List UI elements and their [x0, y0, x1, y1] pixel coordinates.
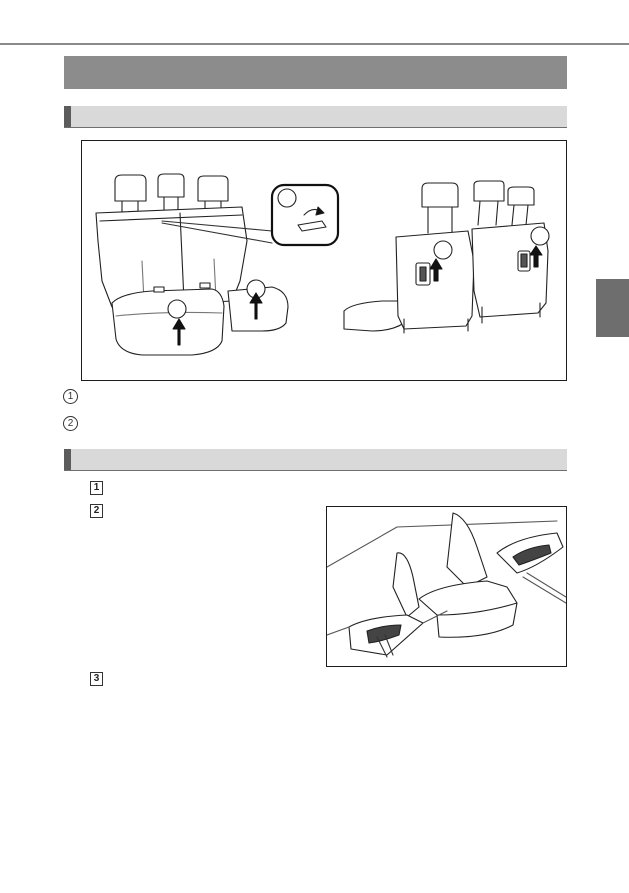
subsection-band-1 [64, 106, 567, 128]
legend-marker-1: 1 [63, 389, 78, 404]
section-title-band [64, 56, 567, 89]
step-marker-3: 3 [90, 672, 103, 686]
seat-lever-illustration [327, 512, 566, 658]
subsection-band-1-mark [64, 106, 71, 127]
header-rule [0, 43, 629, 45]
lever-illustration-frame [326, 506, 567, 667]
subsection-band-2 [64, 449, 567, 471]
step-marker-2: 2 [90, 504, 103, 518]
legend-marker-2: 2 [63, 416, 78, 431]
rear-seat-illustration [95, 173, 550, 356]
subsection-band-2-mark [64, 449, 71, 470]
seat-illustration-frame [81, 140, 567, 381]
step-marker-1: 1 [90, 481, 103, 495]
chapter-side-tab [596, 279, 629, 337]
